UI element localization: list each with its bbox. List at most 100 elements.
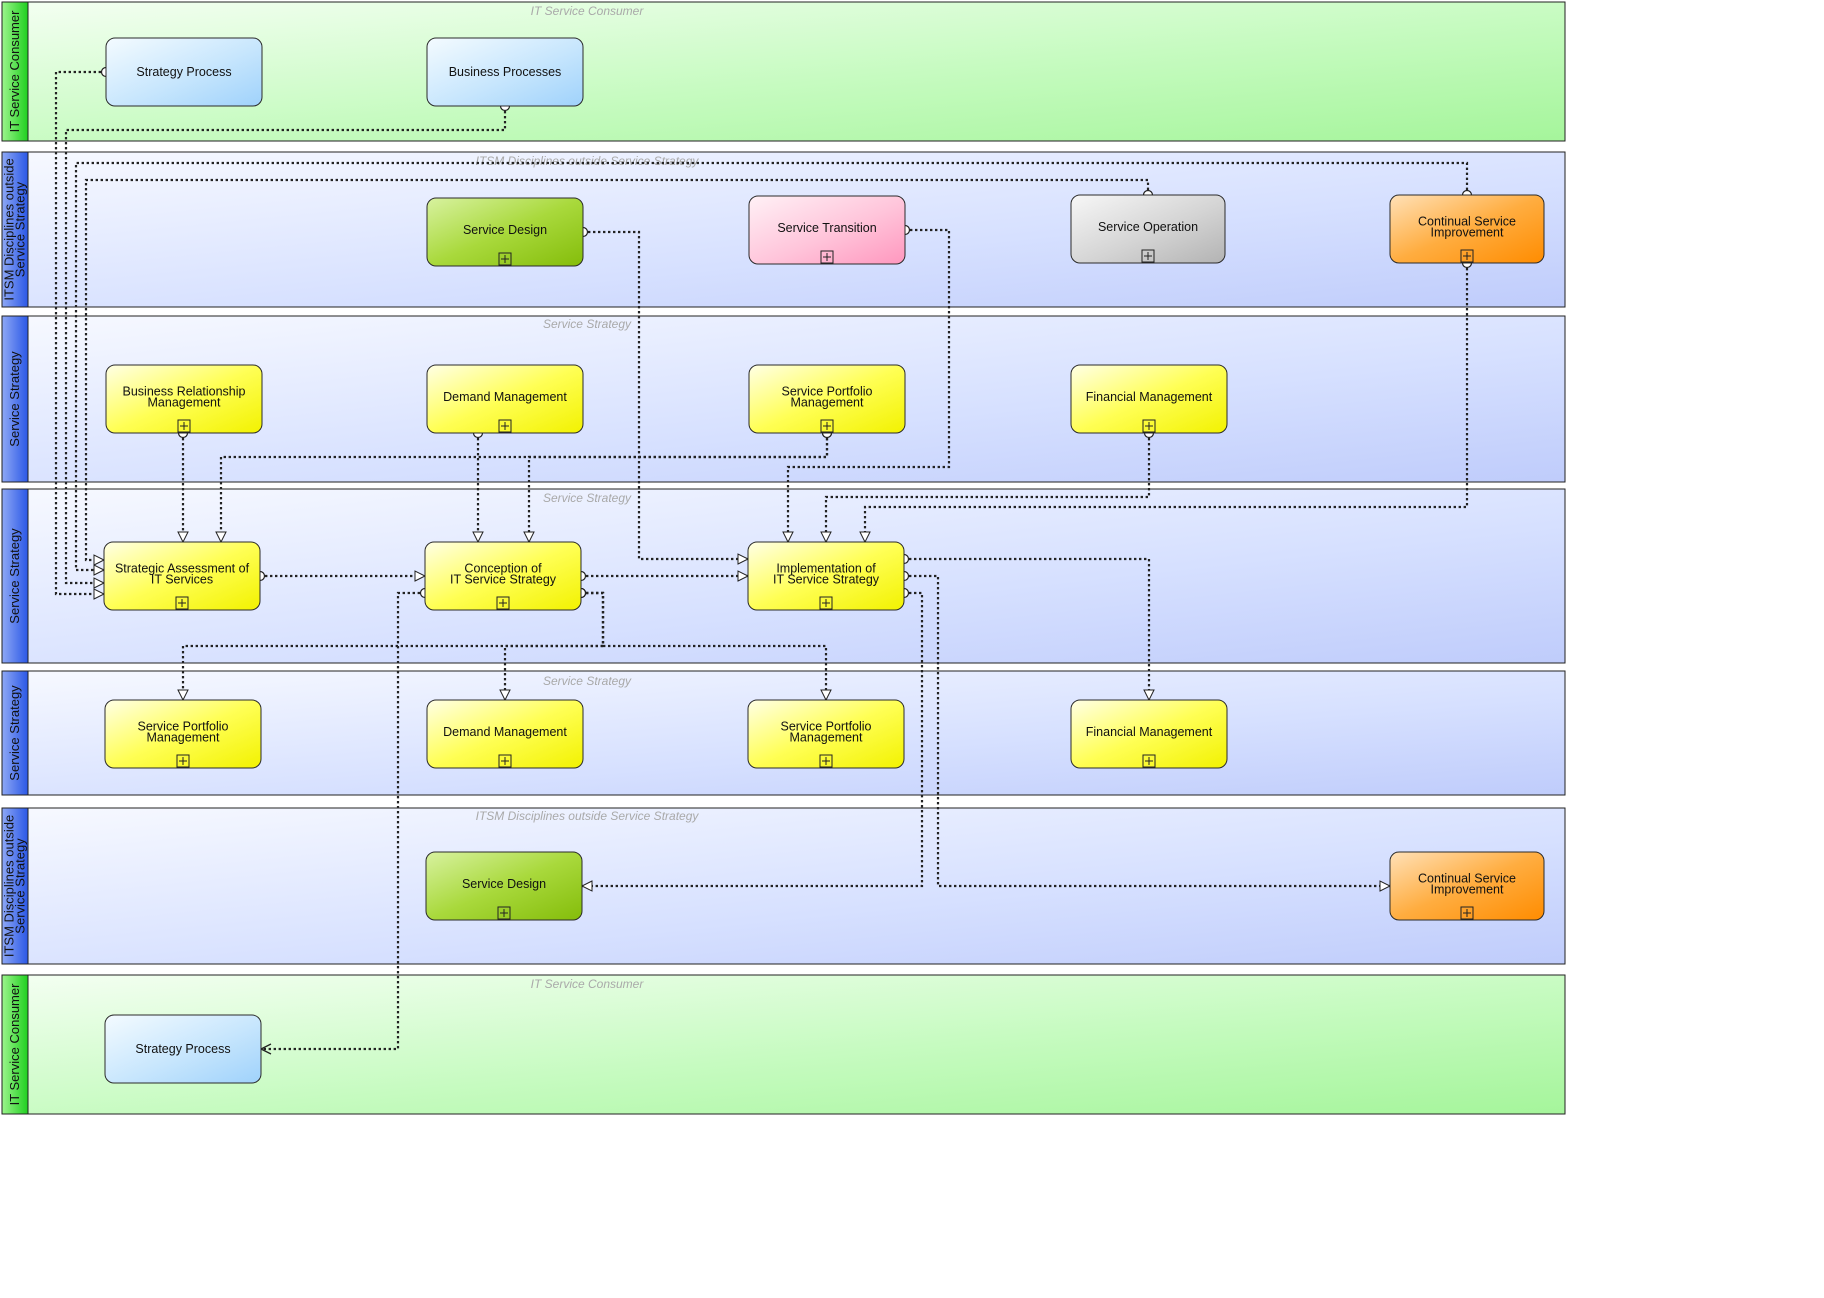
arrowhead bbox=[782, 531, 794, 544]
connector-line bbox=[527, 433, 829, 542]
expand-subprocess-icon[interactable] bbox=[819, 596, 833, 610]
connector-line bbox=[904, 574, 1390, 888]
activity-service-design-bottom[interactable]: Service Design bbox=[425, 851, 583, 921]
activity-label: Strategy Process bbox=[135, 1042, 230, 1056]
arrowhead bbox=[737, 570, 750, 582]
activity-label: Business Processes bbox=[449, 65, 562, 79]
expand-subprocess-icon[interactable] bbox=[498, 419, 512, 433]
activity-box bbox=[1389, 194, 1545, 264]
activity-box bbox=[426, 197, 584, 267]
connector-line bbox=[824, 433, 1151, 542]
activity-box bbox=[425, 851, 583, 921]
arrowhead bbox=[177, 531, 189, 544]
activity-box bbox=[748, 364, 906, 434]
expand-subprocess-icon[interactable] bbox=[175, 596, 189, 610]
activity-box bbox=[1070, 194, 1226, 264]
activity-business-processes[interactable]: Business Processes bbox=[426, 37, 584, 107]
expand-subprocess-icon[interactable] bbox=[1142, 754, 1156, 768]
connector-line bbox=[904, 557, 1151, 700]
expand-subprocess-icon[interactable] bbox=[1460, 906, 1474, 920]
swimlane-label: ITSM Disciplines outsideService Strategy bbox=[2, 158, 28, 300]
activity-label: Strategy Process bbox=[136, 65, 231, 79]
expand-subprocess-icon[interactable] bbox=[176, 754, 190, 768]
swimlane-label: Service Strategy bbox=[7, 351, 22, 447]
expand-subprocess-icon[interactable] bbox=[498, 252, 512, 266]
swimlane-body bbox=[1, 974, 1566, 1115]
activity-fin-mgmt-top[interactable]: Financial Management bbox=[1070, 364, 1228, 434]
expand-subprocess-icon[interactable] bbox=[820, 419, 834, 433]
expand-subprocess-icon[interactable] bbox=[1141, 249, 1155, 263]
activity-fin-mgmt-bottom[interactable]: Financial Management bbox=[1070, 699, 1228, 769]
activity-label: Financial Management bbox=[1086, 390, 1213, 404]
activity-strategy-process-bottom[interactable]: Strategy Process bbox=[104, 1014, 262, 1084]
expand-subprocess-icon[interactable] bbox=[1142, 419, 1156, 433]
activity-box bbox=[104, 699, 262, 769]
expand-subprocess-icon[interactable] bbox=[820, 250, 834, 264]
swimlane-header bbox=[1, 488, 29, 664]
swimlane-label: ITSM Disciplines outsideService Strategy bbox=[2, 815, 28, 957]
activity-box bbox=[426, 364, 584, 434]
swimlane-label: Service Strategy bbox=[7, 528, 22, 624]
activity-label: Demand Management bbox=[443, 390, 567, 404]
expand-subprocess-icon[interactable] bbox=[497, 906, 511, 920]
activity-label: Service Transition bbox=[777, 221, 876, 235]
activity-box bbox=[105, 37, 263, 107]
activity-label: Service Design bbox=[463, 223, 547, 237]
activity-box bbox=[426, 37, 584, 107]
connector-line bbox=[863, 263, 1469, 542]
activity-box bbox=[105, 364, 263, 434]
activity-box bbox=[103, 541, 261, 611]
swimlane-header bbox=[1, 1, 29, 142]
expand-subprocess-icon[interactable] bbox=[498, 754, 512, 768]
activity-label: Service Design bbox=[462, 877, 546, 891]
swimlane-caption: ITSM Disciplines outside Service Strateg… bbox=[476, 154, 700, 168]
expand-subprocess-icon[interactable] bbox=[1460, 249, 1474, 263]
expand-subprocess-icon[interactable] bbox=[819, 754, 833, 768]
swimlane-label: IT Service Consumer bbox=[7, 10, 22, 133]
connector-line bbox=[261, 591, 425, 1051]
expand-subprocess-icon[interactable] bbox=[177, 419, 191, 433]
swimlane-caption: Service Strategy bbox=[543, 674, 632, 688]
activity-box bbox=[1070, 699, 1228, 769]
arrowhead bbox=[93, 554, 106, 566]
activity-demand-mgmt-bottom[interactable]: Demand Management bbox=[426, 699, 584, 769]
arrowhead bbox=[93, 577, 106, 589]
arrowhead bbox=[414, 570, 427, 582]
connector-line bbox=[582, 591, 924, 888]
activity-box bbox=[424, 541, 582, 611]
connector-line bbox=[581, 591, 828, 700]
swimlane-caption: Service Strategy bbox=[543, 317, 632, 331]
activity-service-design-top[interactable]: Service Design bbox=[426, 197, 584, 267]
swimlane-caption: IT Service Consumer bbox=[531, 977, 645, 991]
activity-demand-mgmt-top[interactable]: Demand Management bbox=[426, 364, 584, 434]
activity-service-transition[interactable]: Service Transition bbox=[748, 195, 906, 265]
swimlane-header bbox=[1, 315, 29, 483]
activity-strategy-process-top[interactable]: Strategy Process bbox=[105, 37, 263, 107]
swimlane-header bbox=[1, 151, 29, 308]
activity-box bbox=[1070, 364, 1228, 434]
swimlane-label: IT Service Consumer bbox=[7, 983, 22, 1106]
connector-line bbox=[64, 106, 507, 585]
expand-subprocess-icon[interactable] bbox=[496, 596, 510, 610]
activity-box bbox=[1389, 851, 1545, 921]
arrowhead bbox=[472, 531, 484, 544]
activity-service-operation[interactable]: Service Operation bbox=[1070, 194, 1226, 264]
activity-box bbox=[426, 699, 584, 769]
arrowhead bbox=[93, 564, 106, 576]
swimlane-caption: ITSM Disciplines outside Service Strateg… bbox=[476, 809, 700, 823]
arrowhead bbox=[820, 531, 832, 544]
connector-line bbox=[74, 161, 1469, 572]
